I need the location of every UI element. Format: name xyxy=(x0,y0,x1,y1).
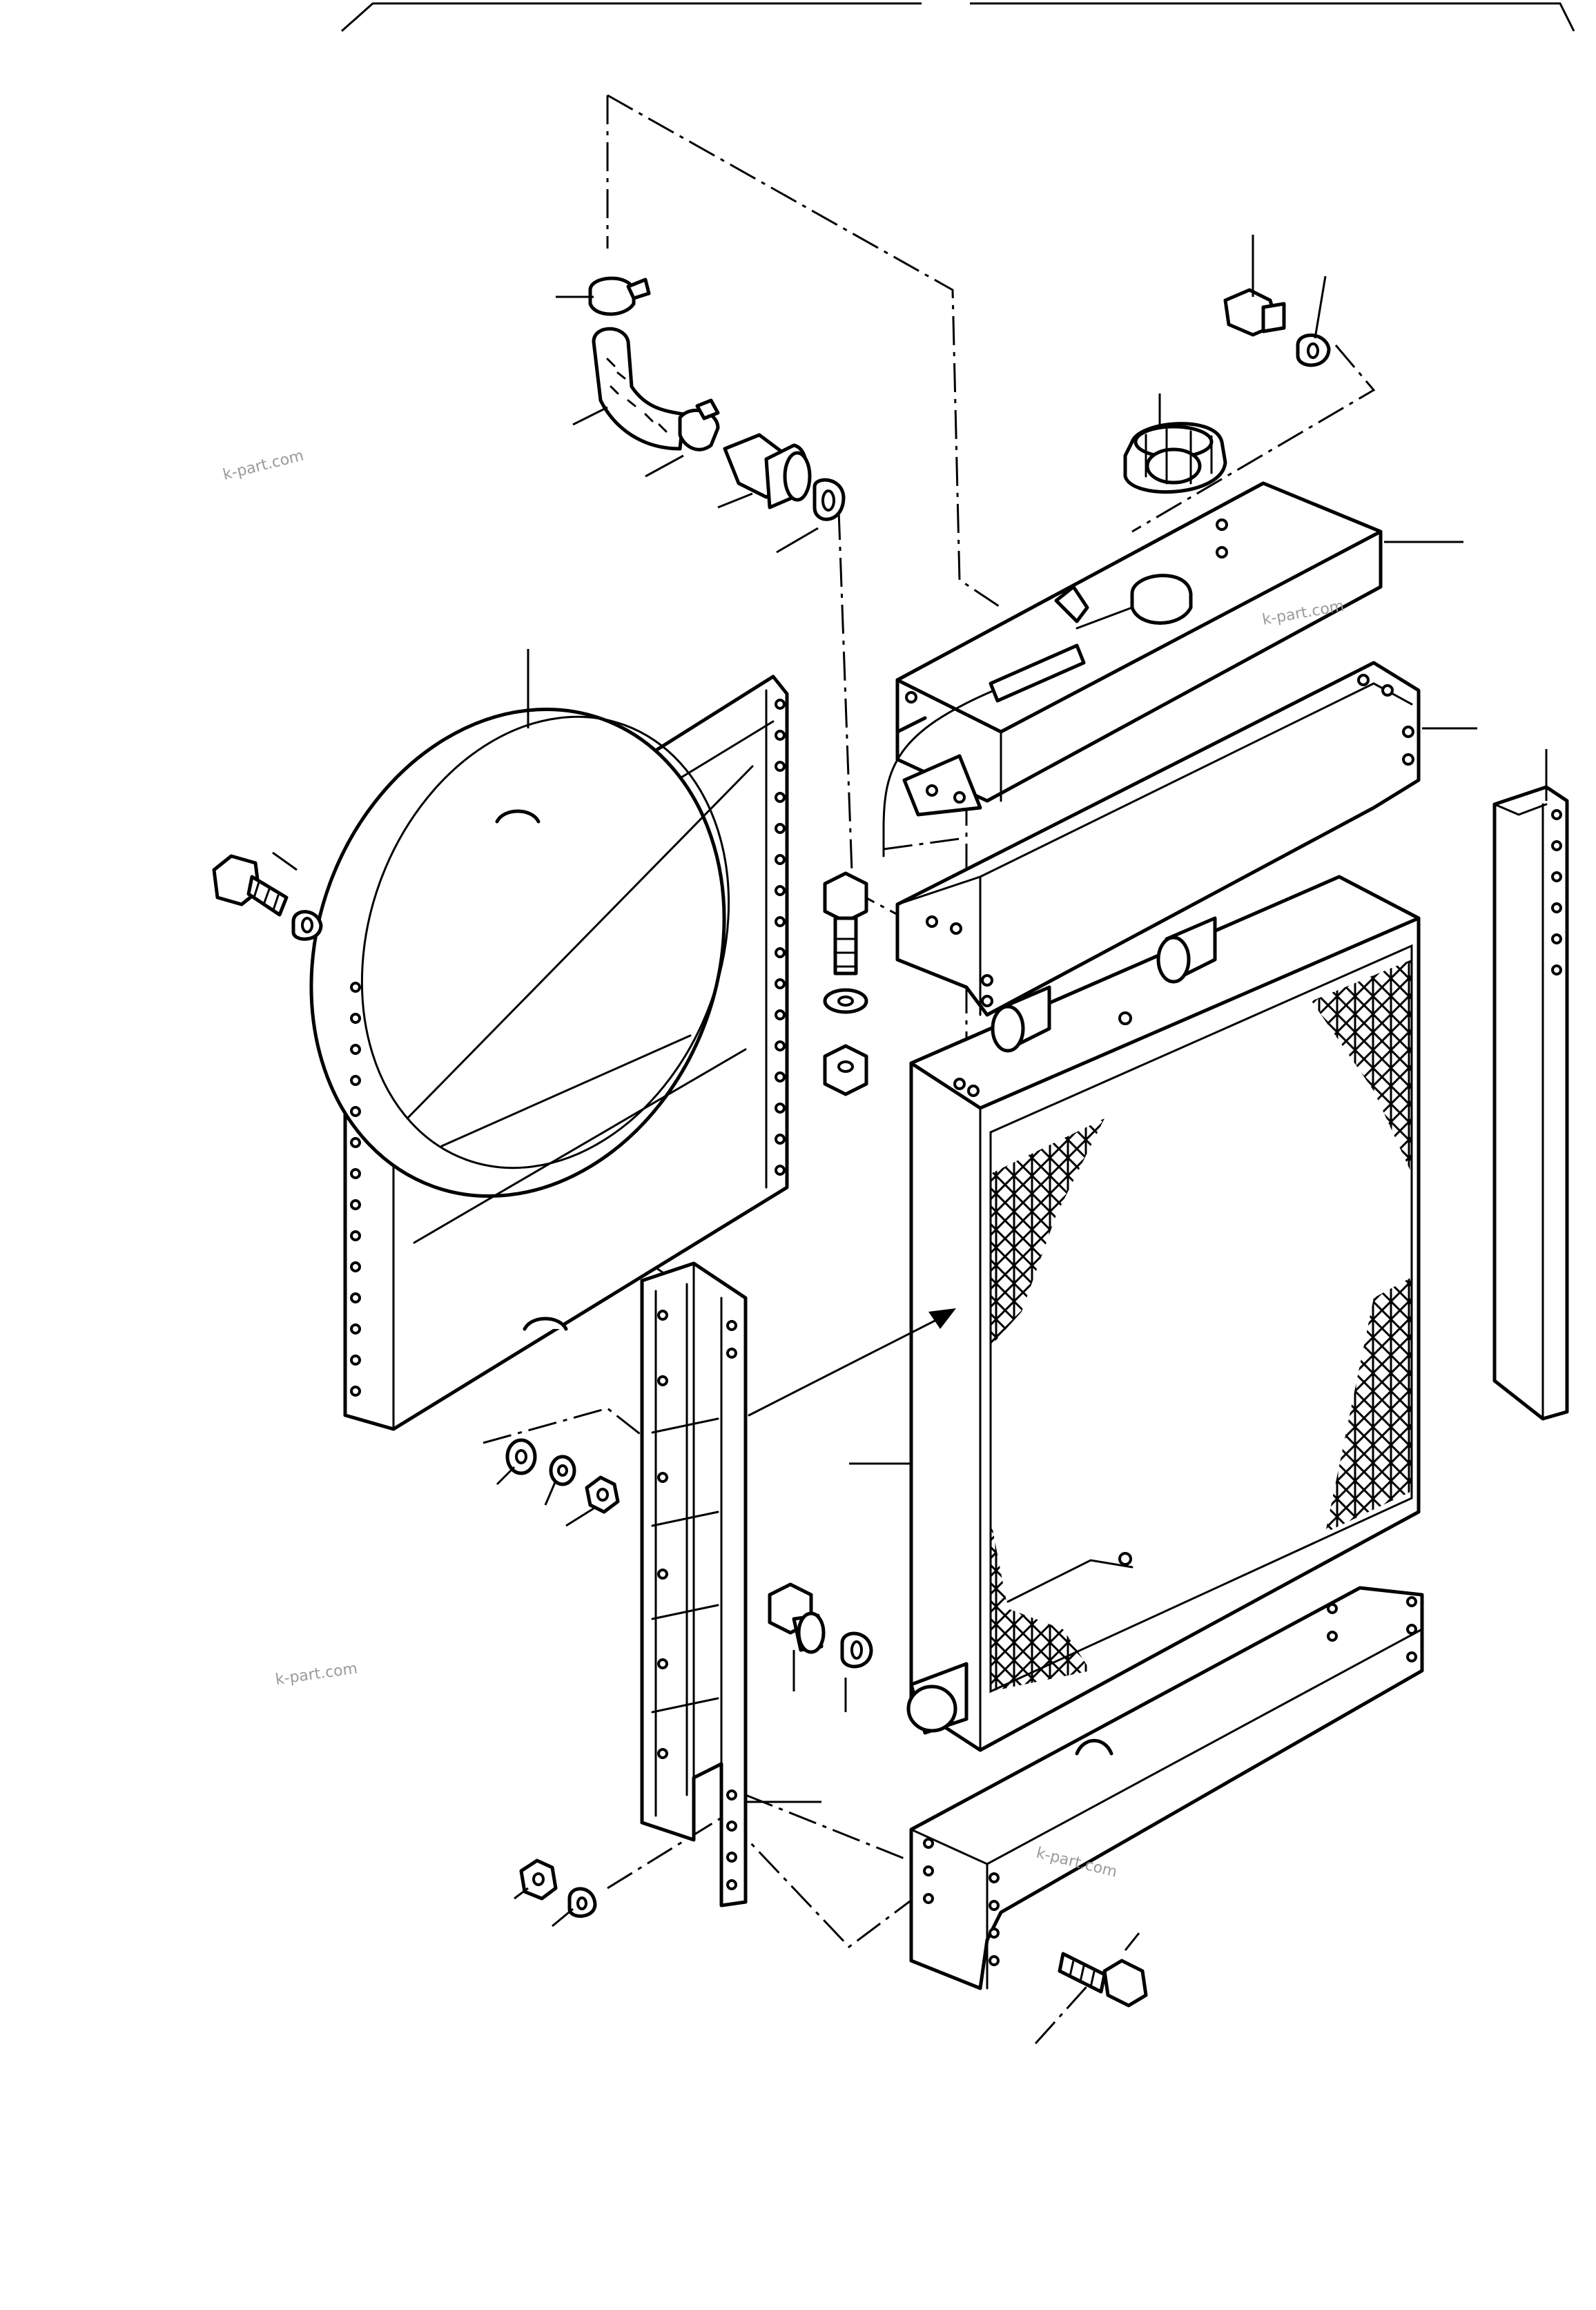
core-mesh-top-right xyxy=(1312,960,1412,1174)
shroud-holes xyxy=(350,699,786,1397)
core-mesh-bottom-left xyxy=(991,1519,1091,1691)
filler-neck xyxy=(1130,574,1193,625)
bracket-bolt-bottom xyxy=(1058,1952,1148,2008)
side-bracket-right xyxy=(1492,785,1569,1421)
watermark-3: k-part.com xyxy=(274,1660,358,1689)
level-tube xyxy=(989,643,1086,703)
page-border xyxy=(341,2,1575,32)
shroud-bolt-left xyxy=(212,854,323,941)
core-mesh-bottom-right xyxy=(1325,1277,1412,1533)
radiator-core xyxy=(906,875,1421,1752)
drain-plug-lower xyxy=(768,1582,873,1669)
tank-bolt-set xyxy=(823,871,868,1096)
washer-nut-set-mid xyxy=(505,1438,620,1514)
nut-washer-bottom xyxy=(519,1858,597,1918)
callout-leaders xyxy=(272,235,1548,1951)
watermark-1: k-part.com xyxy=(221,447,305,484)
hose xyxy=(592,327,685,451)
expansion-tank xyxy=(882,481,1383,857)
upper-hose-assembly xyxy=(588,276,846,521)
top-bracket xyxy=(895,661,1421,1017)
side-bracket-left xyxy=(640,1261,748,1908)
radiator-cap xyxy=(1123,422,1227,494)
hose-clamp-top xyxy=(588,276,636,316)
vent-plug-top xyxy=(1223,288,1331,367)
bottom-bracket xyxy=(909,1586,1424,1990)
hose-clamp-mid xyxy=(678,408,720,452)
assembly-arrow xyxy=(748,1308,956,1417)
core-mesh-left xyxy=(991,1118,1104,1346)
fan-shroud xyxy=(309,674,789,1431)
